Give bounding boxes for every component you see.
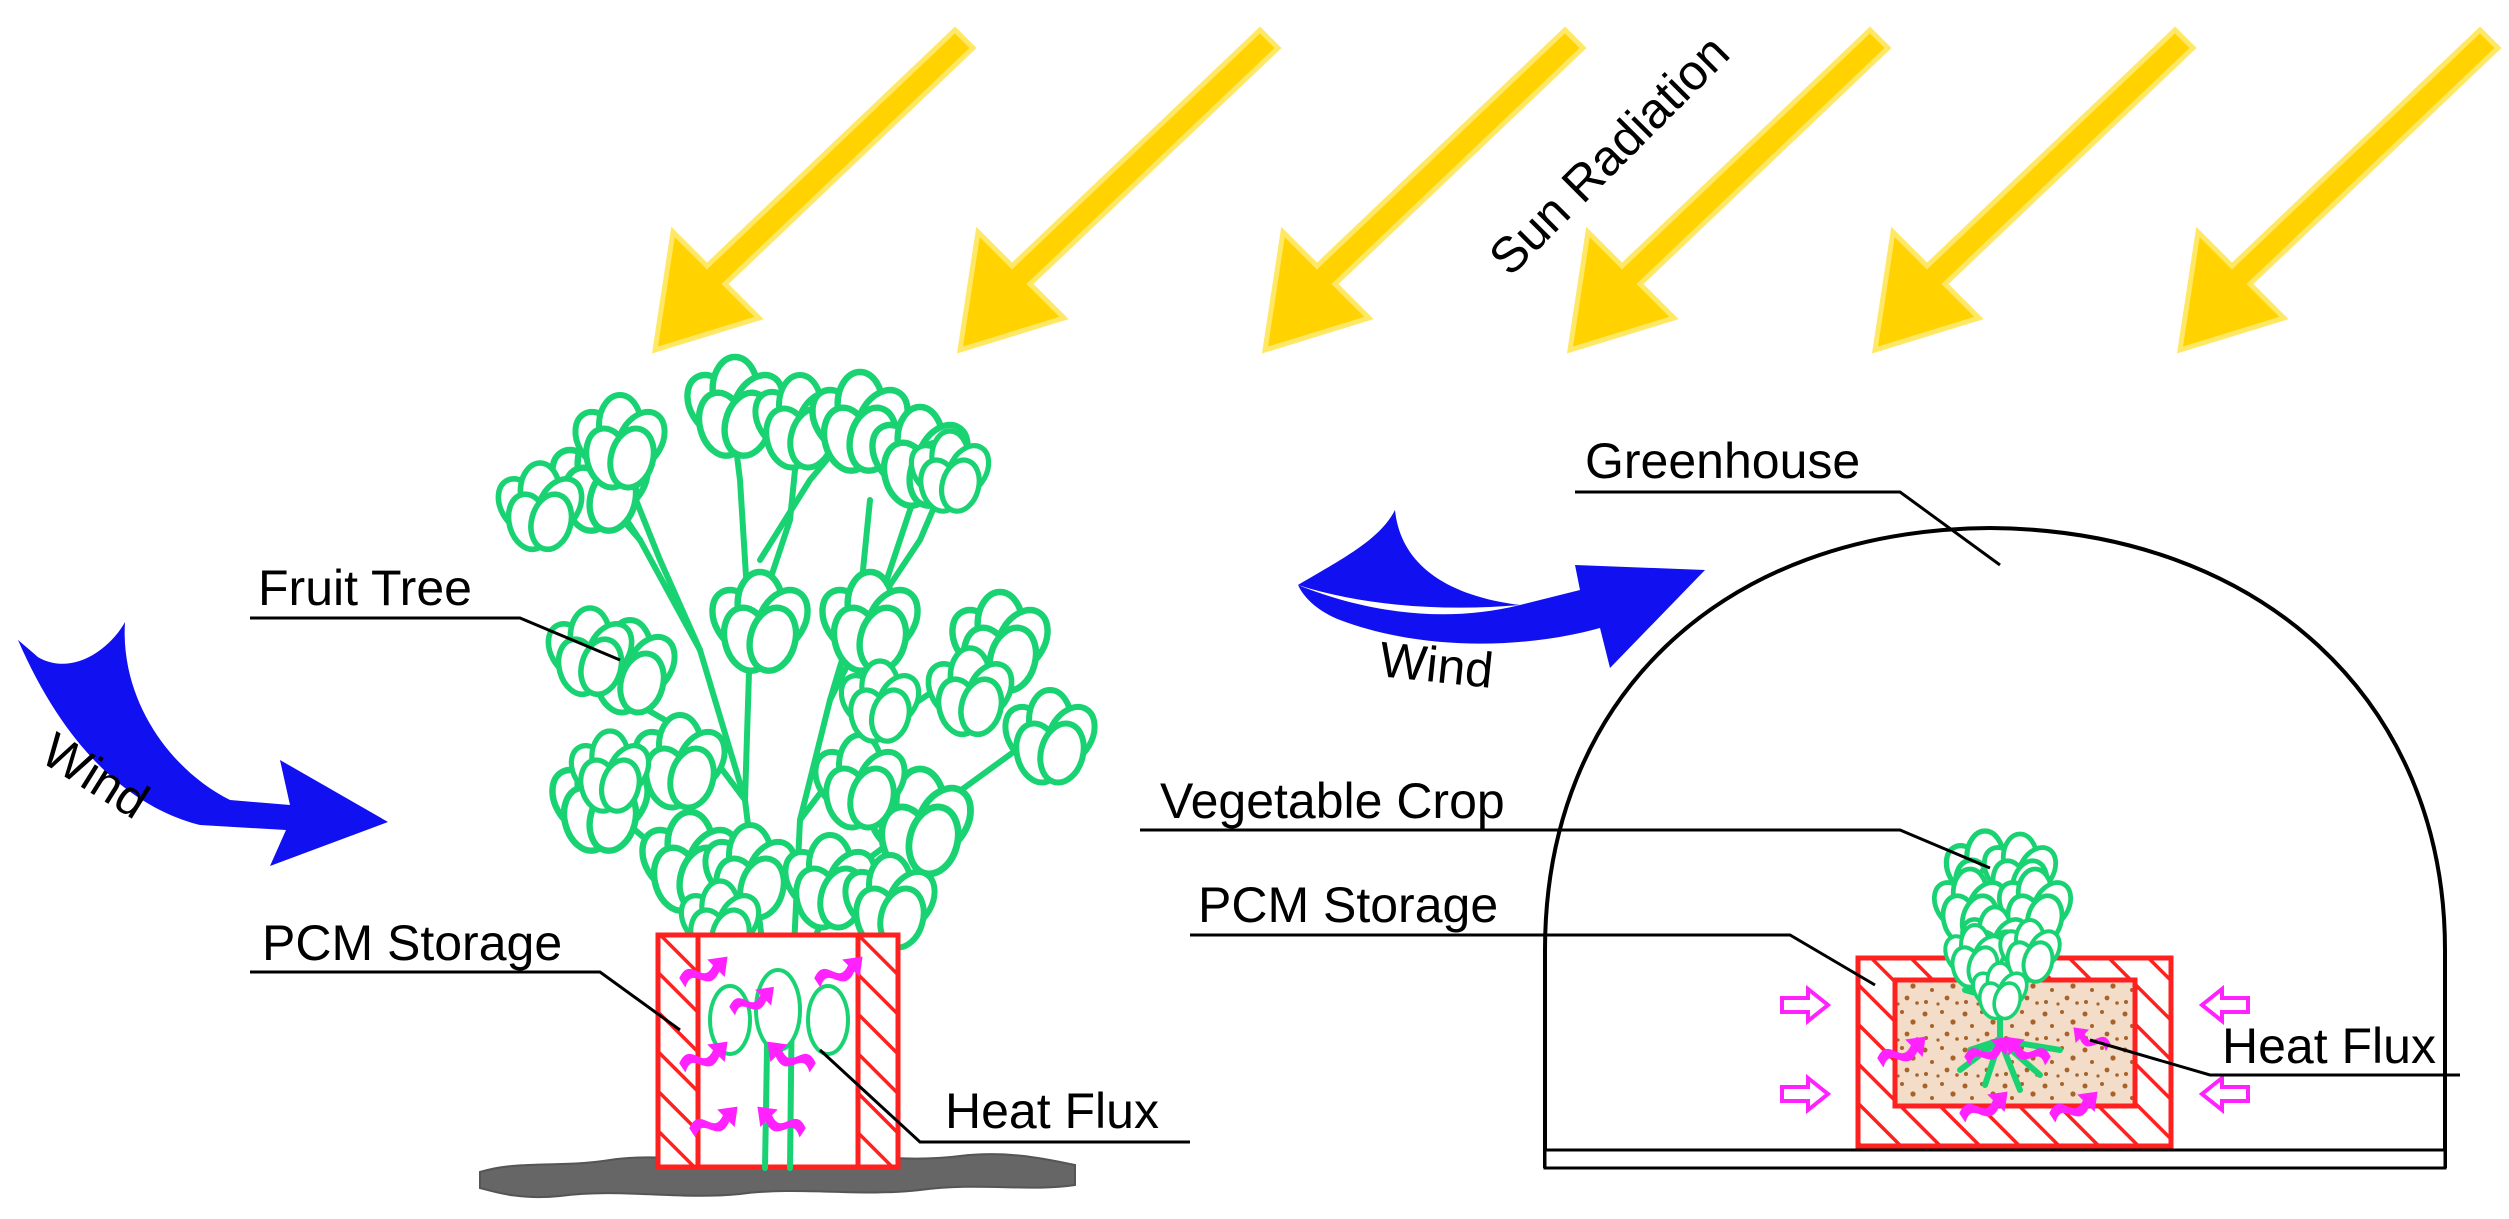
heat-flux-arrow-icon — [2198, 984, 2250, 1026]
fruit-tree-leader — [250, 616, 621, 662]
pcm-storage-right-leader — [1190, 933, 1876, 987]
greenhouse-leader — [1575, 490, 2001, 567]
leaf-cluster-icon — [1971, 961, 2029, 1021]
heat-flux-right-label: Heat Flux — [2222, 1018, 2436, 1074]
heat-flux-arrow-icon — [767, 1041, 816, 1073]
heat-flux-arrows-right — [1780, 984, 2250, 1123]
fruit-tree-label: Fruit Tree — [258, 560, 472, 616]
leaf-cluster-icon — [819, 568, 921, 674]
leaf-cluster-icon — [866, 765, 974, 878]
leaf-cluster-icon — [1002, 687, 1098, 786]
greenhouse-label: Greenhouse — [1585, 433, 1860, 489]
sun-radiation-arrows — [651, 26, 2502, 354]
heat-flux-arrow-icon — [689, 1106, 738, 1138]
vegetable-crop — [1931, 828, 2074, 1093]
wind-arrow-left — [18, 622, 388, 866]
leaf-cluster-icon — [838, 658, 922, 744]
heat-flux-arrow-icon — [729, 986, 774, 1016]
leaf-cluster-icon — [568, 728, 652, 814]
heat-flux-arrows-left — [679, 956, 863, 1138]
heat-flux-arrow-icon — [757, 1106, 806, 1138]
vegetable-crop-leader — [1140, 828, 1991, 870]
heat-flux-right-leader — [2089, 1038, 2460, 1077]
heat-flux-arrow-icon — [1780, 1073, 1832, 1115]
heat-flux-arrow-icon — [2006, 1036, 2051, 1066]
sun-radiation-label: Sun Radiation — [1478, 24, 1740, 286]
pcm-storage-left-leader — [250, 970, 681, 1032]
leaf-cluster-icon — [545, 605, 635, 698]
heat-flux-arrow-icon — [1964, 1036, 2009, 1066]
sun-ray-arrow-icon — [1566, 26, 1892, 354]
pcm-storage-right-label: PCM Storage — [1198, 877, 1498, 933]
wind-label-right: Wind — [1377, 631, 1496, 699]
sun-ray-arrow-icon — [1871, 26, 2197, 354]
sun-ray-arrow-icon — [1261, 26, 1587, 354]
leaf-cluster-icon — [572, 392, 668, 491]
sun-ray-arrow-icon — [651, 26, 977, 354]
fruit-tree — [495, 353, 1098, 1171]
heat-flux-arrow-icon — [1877, 1036, 1926, 1068]
heat-flux-arrow-icon — [679, 956, 728, 988]
pcm-storage-left-label: PCM Storage — [262, 915, 562, 971]
heat-flux-arrow-icon — [2198, 1073, 2250, 1115]
leaf-cluster-icon — [709, 568, 811, 674]
sun-ray-arrow-icon — [2176, 26, 2502, 354]
heat-flux-left-leader — [818, 1048, 1190, 1144]
heat-flux-arrow-icon — [1959, 1091, 2008, 1123]
heat-flux-arrow-icon — [814, 956, 863, 988]
heat-flux-arrow-icon — [1780, 984, 1832, 1026]
heat-flux-arrow-icon — [2049, 1091, 2098, 1123]
leaf-cluster-icon — [632, 712, 728, 811]
vegetable-crop-label: Vegetable Crop — [1160, 773, 1505, 829]
leaf-cluster-icon — [925, 645, 1015, 738]
wind-arrow-right — [1298, 510, 1705, 668]
sun-ray-arrow-icon — [956, 26, 1282, 354]
heat-flux-left-label: Heat Flux — [945, 1083, 1159, 1139]
heat-flux-arrow-icon — [679, 1041, 728, 1073]
leaf-cluster-icon — [1998, 918, 2062, 984]
leaf-cluster-icon — [908, 428, 992, 514]
leaf-cluster-icon — [495, 460, 585, 553]
